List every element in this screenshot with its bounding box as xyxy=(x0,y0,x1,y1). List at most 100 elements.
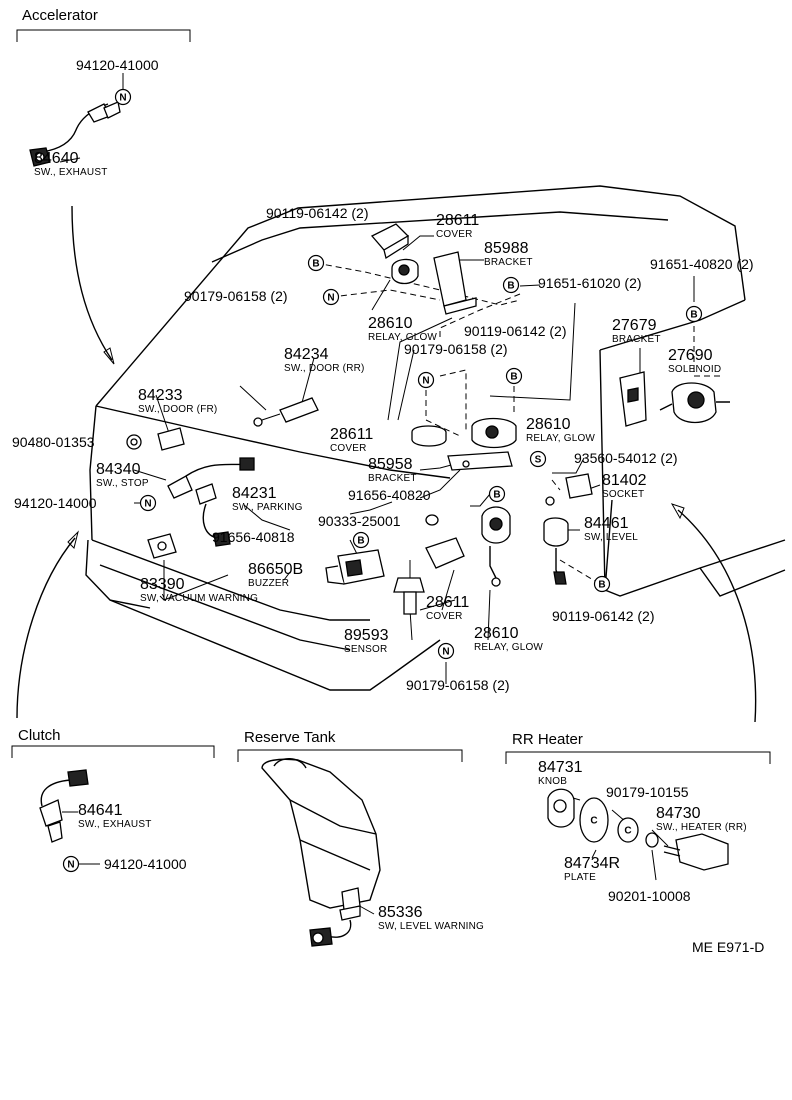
part-number: 84734R xyxy=(564,855,620,872)
svg-text:B: B xyxy=(510,372,517,383)
part-label-p91651_61020: 91651-61020 (2) xyxy=(538,275,642,291)
part-name: COVER xyxy=(436,229,473,240)
part-name: SW., EXHAUST xyxy=(78,819,152,830)
symbol-n-icon: N xyxy=(114,88,132,106)
part-label-p90179a: 90179-06158 (2) xyxy=(184,288,288,304)
symbol-b-icon: B xyxy=(352,531,370,549)
part-number: 91651-61020 (2) xyxy=(538,275,642,291)
part-label-p91651_40820: 91651-40820 (2) xyxy=(650,256,754,272)
part-number: 85336 xyxy=(378,904,423,921)
symbol-b-icon: B xyxy=(505,367,523,385)
svg-text:S: S xyxy=(535,455,542,466)
part-name: SW., EXHAUST xyxy=(34,167,108,178)
part-number: 90119-06142 (2) xyxy=(464,323,566,339)
part-label-p94120_14000: 94120-14000 xyxy=(14,495,97,511)
symbol-n-icon: N xyxy=(139,494,157,512)
part-number: 28610 xyxy=(474,625,519,642)
svg-text:N: N xyxy=(119,93,126,104)
part-name: RELAY, GLOW xyxy=(368,332,437,343)
symbol-b-icon: B xyxy=(502,276,520,294)
part-number: 28610 xyxy=(368,315,413,332)
part-label-p90179c: 90179-06158 (2) xyxy=(406,677,510,693)
svg-text:N: N xyxy=(442,647,449,658)
part-name: SOCKET xyxy=(602,489,644,500)
part-number: 90179-10155 xyxy=(606,784,689,800)
part-name: SW., STOP xyxy=(96,478,149,489)
drawing-code: ME E971-D xyxy=(692,939,764,955)
part-number: 90119-06142 (2) xyxy=(266,205,368,221)
part-name: SOLENOID xyxy=(668,364,721,375)
part-number: 84340 xyxy=(96,461,141,478)
part-label-p90179b: 90179-06158 (2) xyxy=(404,341,508,357)
part-name: BRACKET xyxy=(612,334,661,345)
part-name: COVER xyxy=(426,611,463,622)
part-number: 84731 xyxy=(538,759,583,776)
symbol-c-icon: C xyxy=(590,816,597,827)
part-label-rr_90201: 90201-10008 xyxy=(608,888,691,904)
part-label-p90333: 90333-25001 xyxy=(318,513,401,529)
part-number: 84231 xyxy=(232,485,277,502)
part-label-p90119a: 90119-06142 (2) xyxy=(266,205,368,221)
part-number: 91651-40820 (2) xyxy=(650,256,754,272)
rr-heater-section: RR Heater xyxy=(505,731,771,764)
part-label-p90119b: 90119-06142 (2) xyxy=(464,323,566,339)
svg-text:B: B xyxy=(312,259,319,270)
symbol-s-icon: S xyxy=(529,450,547,468)
part-name: KNOB xyxy=(538,776,567,787)
part-name: SW, LEVEL xyxy=(584,532,638,543)
part-name: SW, LEVEL WARNING xyxy=(378,921,484,932)
part-number: 90480-01353 xyxy=(12,434,95,450)
part-number: 85988 xyxy=(484,240,529,257)
part-number: 91656-40820 xyxy=(348,487,431,503)
part-number: 90201-10008 xyxy=(608,888,691,904)
part-number: 83390 xyxy=(140,576,185,593)
section-title-reserve-tank: Reserve Tank xyxy=(244,729,336,746)
part-number: 90179-06158 (2) xyxy=(404,341,508,357)
part-number: 90119-06142 (2) xyxy=(552,608,654,624)
svg-text:B: B xyxy=(357,536,364,547)
part-number: 90179-06158 (2) xyxy=(406,677,510,693)
part-name: BUZZER xyxy=(248,578,289,589)
part-number: 84730 xyxy=(656,805,701,822)
part-number: 89593 xyxy=(344,627,389,644)
part-name: SW., HEATER (RR) xyxy=(656,822,747,833)
svg-text:B: B xyxy=(690,310,697,321)
leader-lines xyxy=(59,73,720,915)
part-label-acc_94120: 94120-41000 xyxy=(76,57,159,73)
symbol-n-icon: N xyxy=(437,642,455,660)
clutch-section: Clutch xyxy=(11,727,215,758)
part-number: 94120-14000 xyxy=(14,495,97,511)
part-name: COVER xyxy=(330,443,367,454)
symbol-n-icon: N xyxy=(322,288,340,306)
section-title-accelerator: Accelerator xyxy=(22,7,98,24)
symbol-b-icon: B xyxy=(593,575,611,593)
part-number: 81402 xyxy=(602,472,647,489)
part-number: 84461 xyxy=(584,515,629,532)
symbol-b-icon: B xyxy=(685,305,703,323)
part-number: 84641 xyxy=(78,802,123,819)
part-label-p93560: 93560-54012 (2) xyxy=(574,450,678,466)
part-number: 84640 xyxy=(34,150,79,167)
part-number: 85958 xyxy=(368,456,413,473)
part-name: PLATE xyxy=(564,872,596,883)
part-name: RELAY, GLOW xyxy=(526,433,595,444)
accelerator-section: Accelerator xyxy=(16,7,191,42)
part-label-cl_94120: 94120-41000 xyxy=(104,856,187,872)
